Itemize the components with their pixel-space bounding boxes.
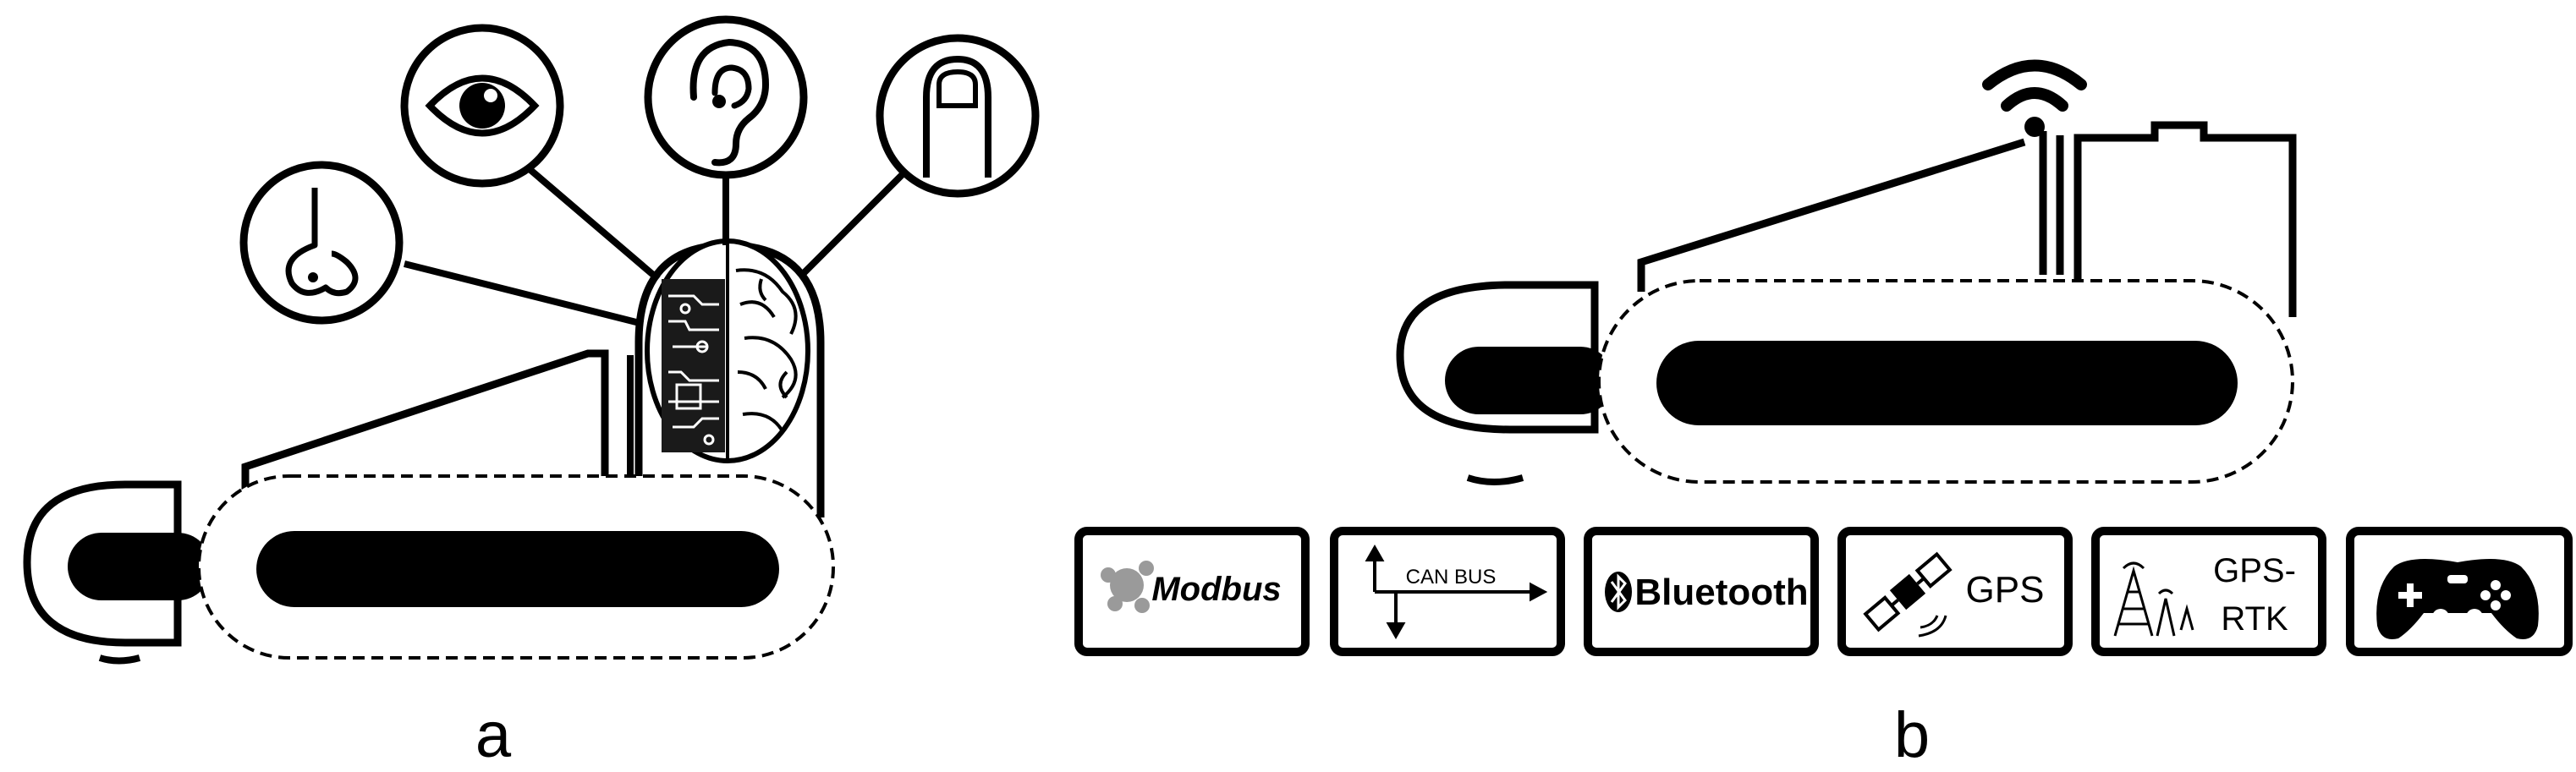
panel-a-label: a xyxy=(475,699,512,771)
connector-eye xyxy=(522,162,661,282)
connector-finger xyxy=(799,171,906,277)
finger-icon xyxy=(876,34,1040,198)
ear-icon xyxy=(644,15,808,179)
panel-b-track xyxy=(1597,279,2294,484)
panel-b: Modbus CAN BUS Bluetooth xyxy=(1074,59,2573,771)
badge-modbus-text: Modbus xyxy=(1151,571,1281,608)
badge-gps: GPS xyxy=(1837,527,2073,656)
panel-a-body-line xyxy=(241,349,609,490)
bluetooth-icon xyxy=(1605,572,1632,612)
eye-icon xyxy=(400,24,564,188)
can-bus-arrows-icon xyxy=(1365,544,1548,640)
wifi-icon xyxy=(1982,59,2087,137)
panel-a-front-bumper xyxy=(23,480,211,665)
connector-nose xyxy=(404,260,644,327)
badge-bluetooth-text: Bluetooth xyxy=(1634,572,1808,613)
badge-gamepad xyxy=(2346,527,2573,656)
satellite-icon xyxy=(1863,551,1953,632)
badge-gpsrtk: GPS- RTK xyxy=(2091,527,2326,656)
badge-gpsrtk-text-2: RTK xyxy=(2221,600,2288,638)
panel-b-label: b xyxy=(1894,699,1930,771)
badge-gpsrtk-text-1: GPS- xyxy=(2213,552,2296,589)
brain-circuit-icon xyxy=(645,238,810,463)
antenna-tower-icon xyxy=(2113,561,2194,637)
panel-a: a xyxy=(23,15,1040,771)
badge-canbus: CAN BUS xyxy=(1330,527,1565,656)
badge-gps-text: GPS xyxy=(1966,569,2045,610)
badge-modbus: Modbus xyxy=(1074,527,1310,656)
badge-canbus-text: CAN BUS xyxy=(1406,566,1497,589)
modbus-logo-icon xyxy=(1101,561,1154,613)
panel-b-front-bumper xyxy=(1396,281,1614,485)
nose-icon xyxy=(239,161,404,325)
battery-icon xyxy=(2073,121,2297,317)
panel-b-body-line xyxy=(1637,138,2026,292)
badge-bluetooth: Bluetooth xyxy=(1584,527,1819,656)
panel-a-track xyxy=(197,474,835,660)
gamepad-icon xyxy=(2376,559,2539,639)
